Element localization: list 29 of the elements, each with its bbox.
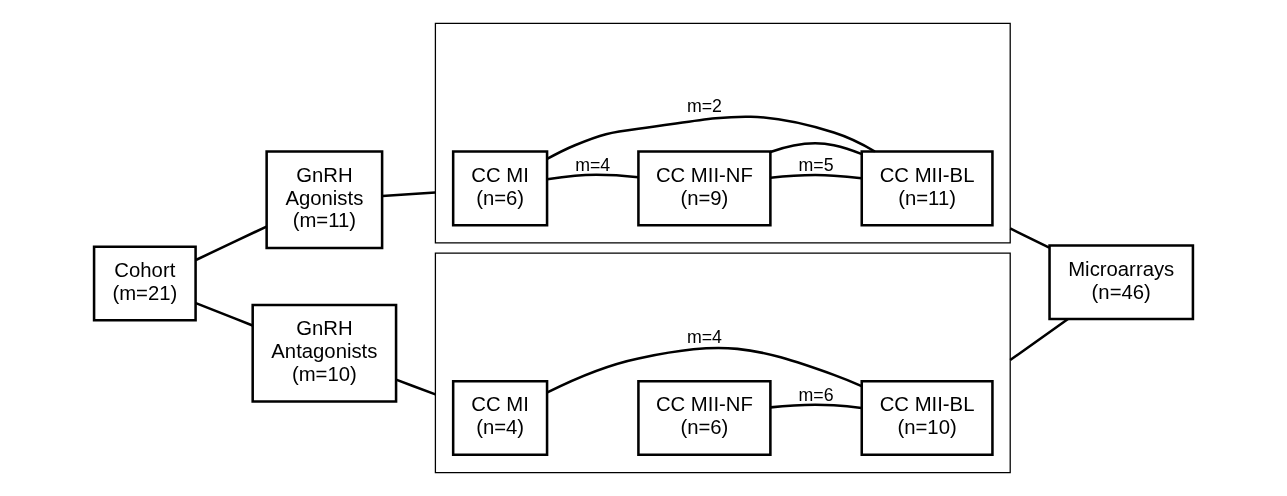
node-box: CC MI (n=4)	[451, 379, 549, 457]
edge-label: m=5	[798, 154, 834, 175]
edge-label: m=4	[686, 327, 722, 348]
node-box: CC MII-NF (n=6)	[637, 379, 772, 457]
connector	[1009, 318, 1069, 362]
node-box: CC MII-BL (n=11)	[860, 150, 994, 227]
connector	[770, 142, 862, 156]
node-box: Microarrays (n=46)	[1048, 244, 1195, 321]
node-box: GnRH Agonists (m=11)	[265, 150, 384, 250]
connector	[546, 173, 639, 181]
connector	[546, 115, 876, 161]
connector	[770, 403, 862, 410]
edge-label: m=2	[686, 96, 722, 117]
connector	[770, 173, 862, 180]
connector	[195, 301, 254, 327]
node-box: Cohort (m=21)	[92, 245, 197, 322]
node-box: CC MII-BL (n=10)	[860, 379, 994, 457]
connector	[546, 346, 863, 394]
edge-label: m=4	[575, 154, 611, 175]
connector	[195, 225, 268, 262]
cluster	[434, 252, 1011, 474]
cluster	[434, 22, 1011, 244]
edge-label: m=6	[798, 384, 834, 405]
node-box: GnRH Antagonists (m=10)	[251, 303, 398, 403]
connector	[395, 378, 436, 396]
connector	[1009, 227, 1050, 249]
connector	[382, 191, 436, 198]
node-box: CC MI (n=6)	[451, 150, 549, 227]
node-box: CC MII-NF (n=9)	[637, 150, 772, 227]
